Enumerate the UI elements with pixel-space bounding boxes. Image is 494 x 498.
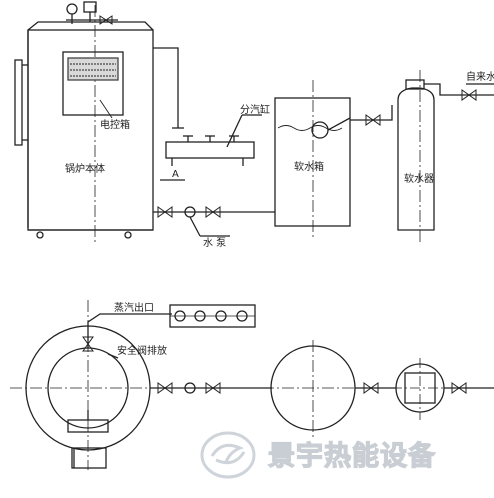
soft-water-tank [274, 80, 351, 240]
label-soft-water-tank: 软水箱 [294, 160, 324, 173]
steam-manifold [160, 114, 262, 181]
watermark-text: 景宇热能设备 [268, 440, 436, 472]
tap-water-inlet [424, 83, 494, 101]
feed-water-pipe [153, 206, 275, 237]
boiler-plan-view [10, 300, 170, 470]
tank-softener-pipe-plan [355, 382, 396, 394]
label-manifold: 分汽缸 [240, 103, 270, 116]
control-box [62, 51, 124, 119]
softener-plan [392, 358, 450, 420]
label-softener: 软水器 [404, 172, 434, 185]
label-pump: 水 泵 [203, 237, 226, 249]
label-safety-valve: 安全阀排放 [117, 344, 167, 357]
water-softener [397, 70, 435, 245]
label-boiler-body: 锅炉本体 [65, 162, 105, 175]
boiler-body [27, 5, 154, 245]
label-tap-water: 自来水 [466, 70, 494, 83]
manifold-plan-view [169, 304, 256, 328]
label-steam-outlet: 蒸汽出口 [114, 301, 154, 314]
steam-pipe [153, 47, 184, 129]
tap-water-plan [444, 382, 494, 394]
label-point-a: A [172, 169, 179, 180]
water-level-gauge-icon [14, 59, 28, 146]
pressure-gauge-icon [66, 1, 118, 25]
watermark-logo-icon [200, 431, 256, 479]
tank-softener-pipe [350, 105, 393, 126]
soft-water-tank-plan [262, 340, 364, 438]
label-control-box: 电控箱 [100, 118, 130, 131]
feed-water-pipe-plan [150, 382, 272, 394]
steam-outlet-pipe [82, 313, 172, 359]
